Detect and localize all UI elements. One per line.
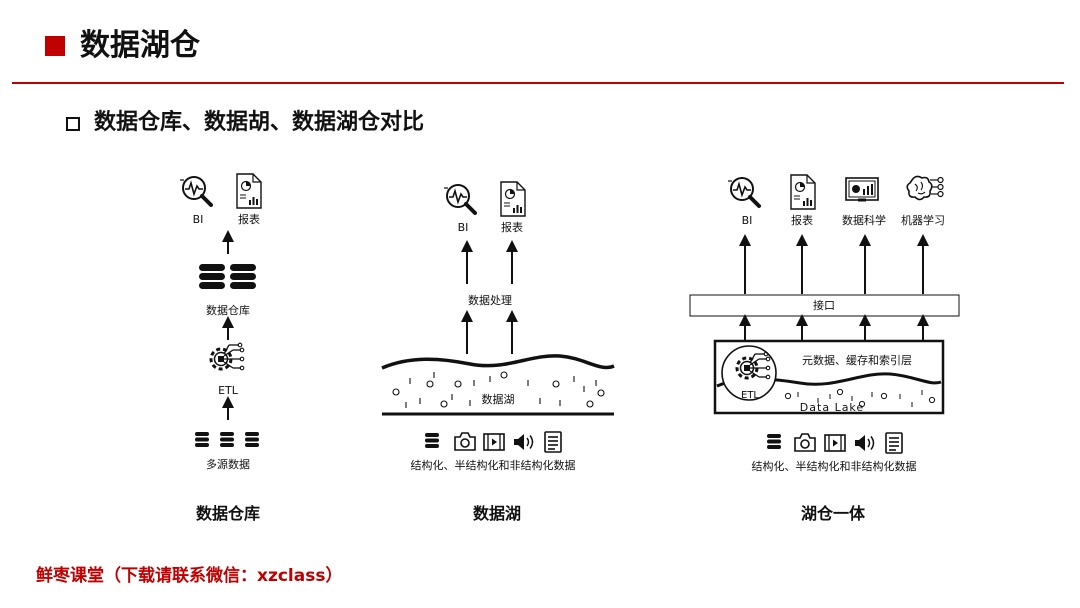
bi-analytics-icon: [178, 175, 213, 207]
subtitle: 数据仓库、数据胡、数据湖仓对比: [94, 110, 425, 135]
source-database-icon: [220, 432, 234, 447]
lakehouse-data-types-label: 结构化、半结构化和非结构化数据: [751, 460, 917, 473]
warehouse-report-label: 报表: [238, 213, 260, 226]
report-document-icon: [236, 173, 262, 209]
camera-icon: [454, 432, 476, 451]
warehouse-caption: 数据仓库: [195, 504, 261, 523]
bi-analytics-icon: [442, 183, 477, 215]
warehouse-bi-label: BI: [192, 213, 204, 226]
report-document-icon: [500, 181, 526, 217]
source-database-icon: [195, 432, 209, 447]
title-marker: [45, 36, 65, 56]
lakehouse-caption: 湖仓一体: [800, 504, 866, 523]
lakehouse-bi-label: BI: [741, 214, 753, 227]
lakehouse-data-lake-label: Data Lake: [799, 401, 865, 414]
audio-icon: [513, 433, 534, 451]
lake-data-types-label: 结构化、半结构化和非结构化数据: [410, 459, 576, 472]
warehouse-store-label: 数据仓库: [206, 304, 250, 317]
video-icon: [483, 433, 505, 451]
brain-network-icon: [906, 175, 944, 201]
data-lake-body: [381, 354, 615, 416]
structured-database-icon: [425, 433, 439, 448]
bi-analytics-icon: [726, 176, 761, 208]
text-file-icon: [544, 431, 562, 453]
lake-processing-label: 数据处理: [468, 294, 512, 307]
title-divider: [12, 82, 1064, 84]
dashboard-monitor-icon: [844, 176, 880, 202]
etl-gear-icon: [209, 341, 246, 372]
footer-credit: 鲜枣课堂（下载请联系微信：xzclass）: [36, 566, 343, 586]
lake-bi-label: BI: [457, 221, 469, 234]
camera-icon: [794, 433, 816, 452]
lakehouse-interface-label: 接口: [813, 299, 835, 312]
audio-icon: [854, 434, 875, 452]
text-file-icon: [885, 432, 903, 454]
subtitle-bullet: [66, 117, 80, 131]
video-icon: [824, 434, 846, 452]
warehouse-etl-label: ETL: [218, 384, 238, 397]
interface-layer-box: [689, 294, 960, 317]
lake-report-label: 报表: [501, 221, 523, 234]
lakehouse-etl-label: ETL: [741, 390, 759, 401]
source-database-icon: [245, 432, 259, 447]
database-icon: [230, 264, 256, 289]
structured-database-icon: [767, 434, 781, 449]
lakehouse-report-label: 报表: [791, 214, 813, 227]
page-title: 数据湖仓: [80, 28, 200, 63]
lake-caption: 数据湖: [472, 504, 522, 523]
warehouse-sources-label: 多源数据: [206, 458, 250, 471]
database-icon: [199, 264, 225, 289]
report-document-icon: [790, 174, 816, 210]
lake-store-label: 数据湖: [481, 393, 515, 406]
lakehouse-metadata-label: 元数据、缓存和索引层: [802, 354, 912, 367]
lakehouse-data-science-label: 数据科学: [842, 214, 886, 227]
lakehouse-ml-label: 机器学习: [901, 214, 945, 227]
